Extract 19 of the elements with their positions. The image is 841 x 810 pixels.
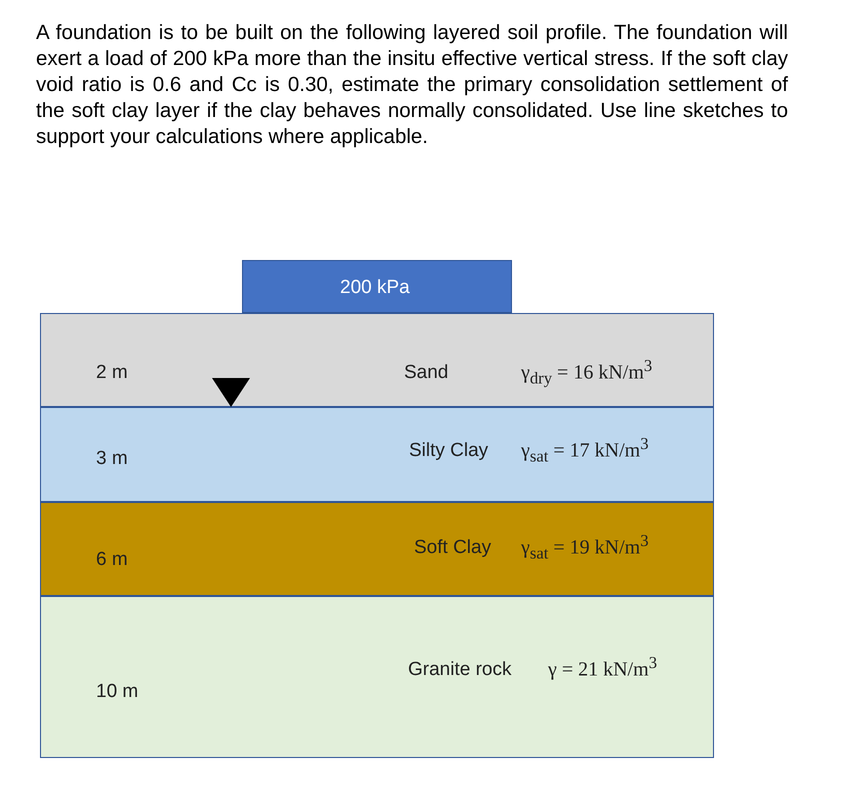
load-label: 200 kPa <box>340 277 410 299</box>
foundation-block <box>242 260 512 313</box>
layer-name: Granite rock <box>408 659 512 681</box>
layer-name: Sand <box>404 362 448 384</box>
unit-weight: γ$_{sat}$ = 17 kN/m$^{3}$ <box>521 434 649 467</box>
layer-thickness: 6 m <box>96 549 128 571</box>
unit-weight: γ$_{dry}$ = 16 kN/m$^{3}$ <box>521 356 652 389</box>
unit-weight: γ$_{sat}$ = 19 kN/m$^{3}$ <box>521 531 649 564</box>
layer-thickness: 3 m <box>96 448 128 470</box>
layer-name: Soft Clay <box>414 537 492 559</box>
layer-thickness: 2 m <box>96 362 128 384</box>
granite-rock-layer <box>40 596 714 758</box>
silty-clay-layer <box>40 407 714 502</box>
question-text: A foundation is to be built on the following layered soil profile. The foundation will exert a load of 200 kPa more than the insitu effective vertical stress. If the soft clay void ratio is 0.6 and Cc is 0.30, estimate the primary consolidation settlement of the soft clay layer if the clay behaves normally consolidated. Use line sketches to support your calculations where applicable. <box>36 20 788 150</box>
unit-weight: γ = 21 kN/m$^{3}$ <box>548 653 658 682</box>
sand-layer <box>40 313 714 407</box>
soft-clay-layer <box>40 502 714 596</box>
layer-thickness: 10 m <box>96 681 138 703</box>
layer-name: Silty Clay <box>409 440 488 462</box>
